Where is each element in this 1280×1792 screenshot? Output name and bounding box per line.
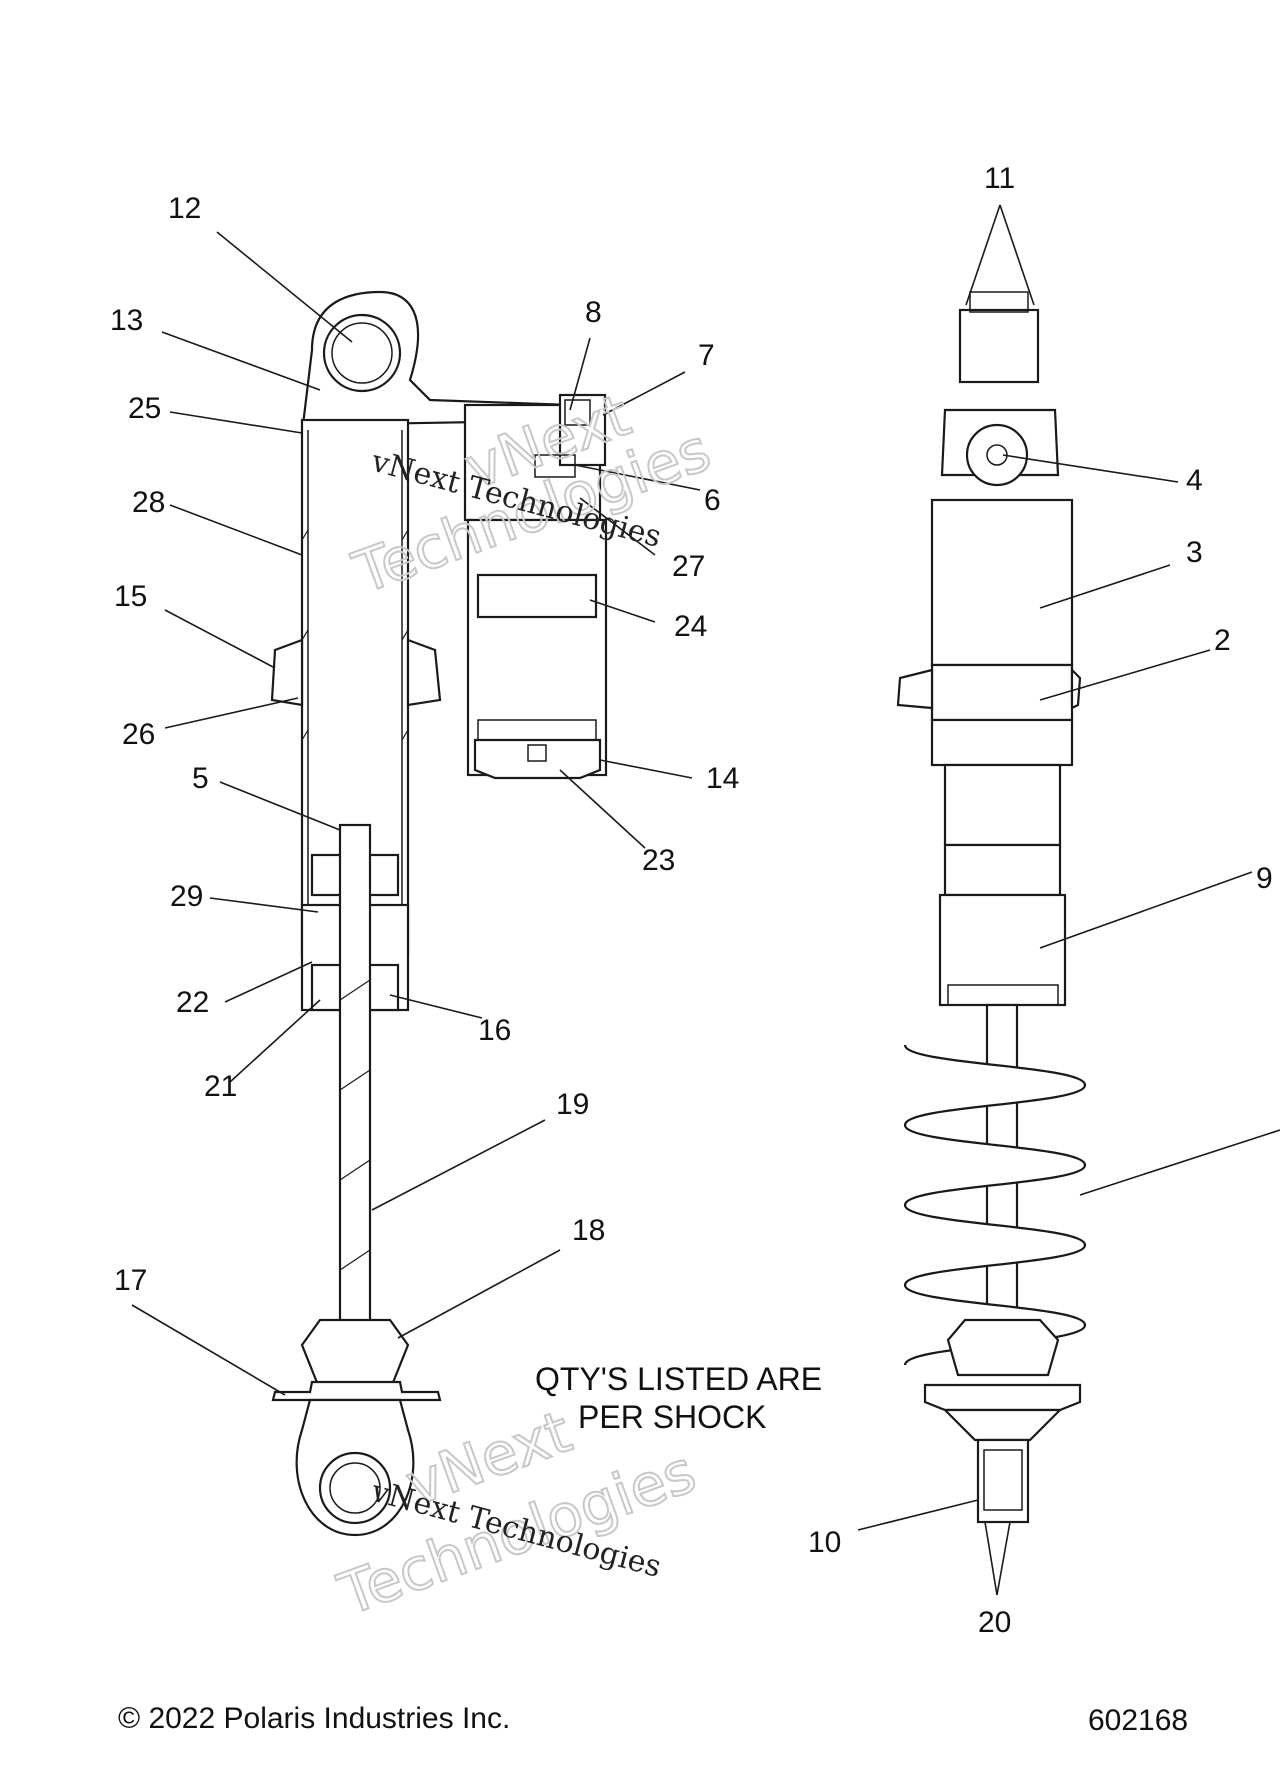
bottom-washer (271, 1380, 442, 1402)
lower-spherical-bearing (976, 1438, 1030, 1524)
callout-4: 4 (1186, 464, 1203, 497)
jounce-bumper (300, 1318, 410, 1387)
leader-lines (131, 204, 1280, 1596)
callout-20: 20 (978, 1606, 1011, 1639)
callout-13: 13 (110, 304, 143, 337)
callout-29: 29 (170, 880, 203, 913)
callout-21: 21 (204, 1070, 237, 1103)
callout-25: 25 (128, 392, 161, 425)
callout-7: 7 (698, 339, 715, 372)
callout-23: 23 (642, 844, 675, 877)
lower-body-2 (943, 843, 1062, 897)
body-ring (930, 718, 1074, 767)
schrader-valve (527, 744, 547, 762)
callout-19: 19 (556, 1088, 589, 1121)
lower-body (943, 763, 1062, 847)
bottom-out-ring-right (406, 638, 442, 707)
callout-28: 28 (132, 486, 165, 519)
callout-9: 9 (1256, 862, 1273, 895)
reservoir-cutaway (463, 393, 608, 780)
callout-6: 6 (704, 484, 721, 517)
callout-24: 24 (674, 610, 707, 643)
preload-collar (930, 663, 1074, 722)
upper-spherical-bearing (958, 308, 1040, 384)
callout-11: 11 (984, 162, 1015, 195)
floating-piston (476, 573, 598, 619)
reservoir-end-cap (473, 738, 602, 780)
rebound-knob (965, 423, 1029, 487)
callout-3: 3 (1186, 536, 1203, 569)
eyelet-bore (331, 322, 393, 384)
callout-2: 2 (1214, 624, 1231, 657)
bottom-out-ring-left (270, 638, 304, 707)
callout-12: 12 (168, 192, 201, 225)
callout-10: 10 (808, 1526, 841, 1559)
callout-8: 8 (585, 296, 602, 329)
left-shock-cutaway (270, 290, 602, 1537)
collar-tab-left (896, 668, 934, 710)
adjuster-screw-6 (534, 454, 576, 478)
lower-eyelet-bore (329, 1462, 381, 1514)
quantity-note-line2: PER SHOCK (578, 1399, 766, 1435)
copyright-text: © 2022 Polaris Industries Inc. (118, 1702, 510, 1735)
reservoir-body-ext (930, 498, 1074, 667)
adjuster-knob-8 (564, 399, 591, 426)
callout-17: 17 (114, 1264, 147, 1297)
callout-15: 15 (114, 580, 147, 613)
callout-14: 14 (706, 762, 739, 795)
callout-22: 22 (176, 986, 209, 1019)
exterior-jounce-bumper (946, 1318, 1060, 1377)
lower-spring-seat (923, 1383, 1082, 1412)
callout-26: 26 (122, 718, 155, 751)
right-shock-exterior (896, 291, 1087, 1524)
compression-adjuster (558, 393, 607, 467)
lower-bearing-race (983, 1449, 1023, 1511)
eyelet-bearing (322, 313, 402, 393)
quantity-note-line1: QTY'S LISTED ARE (535, 1361, 822, 1397)
bearing-cap (969, 291, 1029, 313)
callout-18: 18 (572, 1214, 605, 1247)
body-hatch (301, 529, 409, 741)
callout-labels: 12 13 25 28 15 26 5 29 22 21 16 19 18 17… (110, 162, 1273, 1639)
reservoir-body (466, 518, 608, 777)
callout-16: 16 (478, 1014, 511, 1047)
callout-27: 27 (672, 550, 705, 583)
callout-5: 5 (192, 762, 209, 795)
lower-spring-seat-cone (942, 1408, 1063, 1442)
coil-spring (903, 1044, 1087, 1366)
figure-number: 602168 (1088, 1704, 1188, 1737)
spring-retainer (938, 893, 1067, 1007)
